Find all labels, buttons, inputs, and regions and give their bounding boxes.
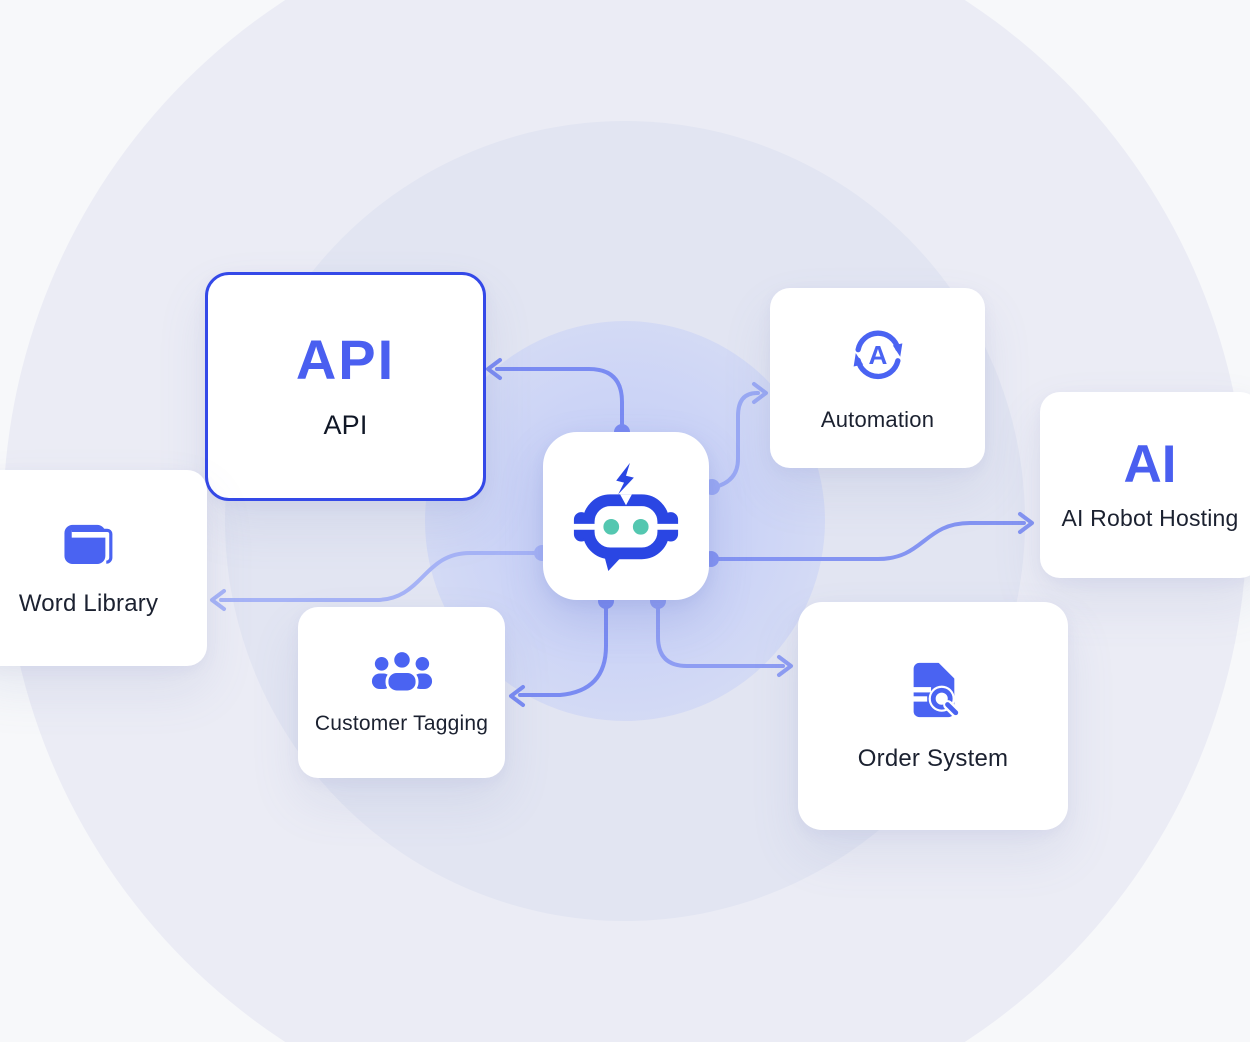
api-headline: API (295, 328, 396, 391)
edge-word_library (219, 551, 542, 602)
edge-customer_tagging (509, 685, 525, 707)
edge-automation (752, 382, 768, 404)
node-card-customer-tagging: Customer Tagging (298, 607, 505, 778)
edge-ai_hosting (710, 521, 1026, 561)
order-system-label: Order System (857, 745, 1009, 772)
word-library-label: Word Library (18, 590, 159, 617)
robot-icon (567, 459, 685, 573)
ai-hosting-label: AI Robot Hosting (1061, 505, 1239, 531)
edge-api (486, 358, 502, 380)
edge-order_system (777, 655, 793, 677)
node-card-api: API API (205, 272, 486, 501)
people-group-icon (370, 649, 434, 698)
center-node-chatbot (543, 432, 709, 600)
edge-api (495, 367, 624, 433)
node-card-ai-hosting: AI AI Robot Hosting (1040, 392, 1250, 578)
node-card-order-system: Order System (798, 602, 1068, 830)
edge-order_system (656, 599, 785, 668)
edge-automation (713, 391, 760, 489)
customer-tagging-label: Customer Tagging (314, 712, 489, 735)
edge-customer_tagging (518, 599, 608, 697)
document-search-icon (902, 659, 964, 721)
automation-label: Automation (820, 407, 935, 432)
edge-ai_hosting (1018, 512, 1034, 534)
svg-text:A: A (868, 340, 887, 370)
api-label: API (323, 410, 368, 440)
ai-headline: AI (1123, 435, 1177, 494)
sync-automation-icon: A (847, 323, 909, 385)
node-card-word-library: Word Library (0, 470, 207, 666)
node-card-automation: A Automation (770, 288, 985, 468)
book-icon (59, 518, 119, 570)
edge-word_library (210, 589, 226, 611)
